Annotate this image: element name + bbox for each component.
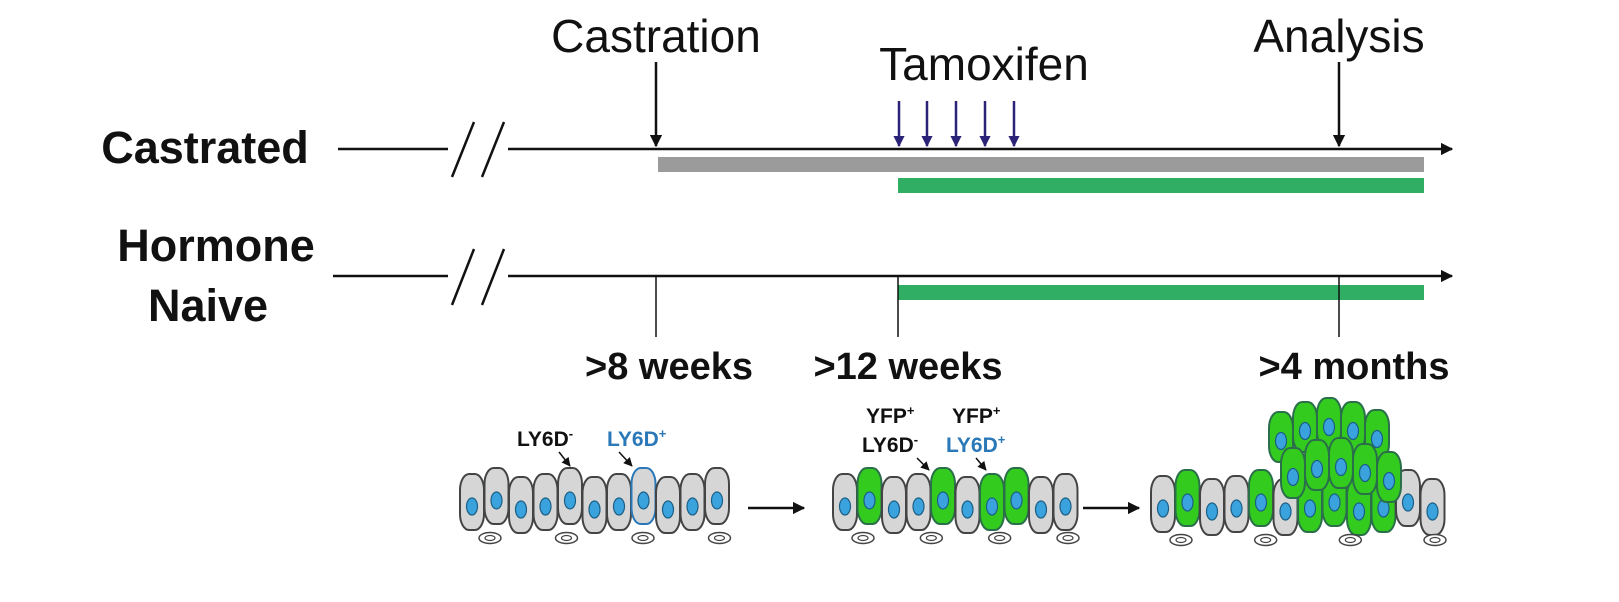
epithelial-cell-icon [1352, 443, 1378, 495]
tamoxifen-arrows [893, 101, 1020, 148]
ly6d-positive-label-2: LY6D+ [946, 432, 1006, 457]
ly6d-negative-label: LY6D- [517, 426, 573, 451]
epithelial-cell-icon [1003, 467, 1030, 525]
basal-cell-icon [707, 531, 732, 545]
epithelial-cell-icon [832, 473, 858, 531]
epithelial-cell-icon [1223, 475, 1250, 533]
epithelial-cell-icon [557, 467, 583, 525]
epithelial-cell-icon [1376, 451, 1402, 503]
analysis-label: Analysis [1253, 10, 1424, 62]
epithelial-cell-icon [1328, 437, 1354, 489]
epithelial-cell-icon [1150, 475, 1176, 533]
epithelial-cell-icon [1419, 478, 1446, 536]
epithelial-cell-icon [1280, 447, 1306, 499]
yfp-bar-hormone-naive [898, 285, 1424, 300]
pointer-arrow-icon [558, 451, 571, 467]
epithelial-cell-icon [1304, 439, 1330, 491]
yfp-positive-label-a: YFP+ [866, 403, 915, 428]
epithelial-cell-icon [1199, 478, 1225, 536]
yfp-bar-castrated [898, 178, 1424, 193]
epithelial-cell-icon [881, 476, 907, 534]
epithelial-cell-icon [532, 473, 559, 531]
epithelial-cell-icon [630, 467, 657, 525]
basal-cell-icon [1169, 533, 1193, 547]
ly6d-positive-label: LY6D+ [607, 426, 667, 451]
break-mark-icon [448, 121, 508, 178]
castration-label: Castration [551, 10, 761, 62]
epithelial-cell-icon [905, 473, 932, 531]
basal-cell-icon [1056, 531, 1080, 545]
epithelium-stage-1 [459, 467, 732, 545]
epithelial-cell-icon [655, 476, 681, 534]
basal-cell-icon [987, 531, 1012, 545]
break-mark-icon [448, 248, 508, 306]
basal-cell-icon [1423, 533, 1447, 547]
time-point-8-weeks: >8 weeks [585, 346, 753, 388]
epithelium-stage-3 [1150, 397, 1447, 547]
basal-cell-icon [851, 531, 875, 545]
pointer-arrow-icon [618, 451, 633, 467]
hormone-label: Hormone [117, 220, 315, 271]
pointer-arrow-icon [916, 457, 930, 471]
basal-cell-icon [919, 531, 944, 545]
epithelial-cell-icon [1052, 473, 1079, 531]
time-point-4-months: >4 months [1258, 346, 1449, 388]
time-point-12-weeks: >12 weeks [813, 346, 1002, 388]
castrated-timeline [338, 62, 1454, 193]
epithelial-cell-icon [606, 473, 632, 531]
castrated-label: Castrated [101, 122, 309, 173]
epithelial-cell-icon [954, 476, 981, 534]
naive-label: Naive [148, 280, 268, 331]
basal-cell-icon [1253, 533, 1278, 547]
epithelial-cell-icon [930, 467, 956, 525]
basal-cell-icon [631, 531, 655, 545]
epithelial-cell-icon [979, 473, 1005, 531]
epithelial-cell-icon [1174, 469, 1201, 527]
tamoxifen-label: Tamoxifen [879, 38, 1089, 90]
epithelial-cell-icon [483, 467, 510, 525]
epithelium-stage-2 [832, 467, 1080, 545]
epithelial-cell-icon [1028, 476, 1054, 534]
hormone-naive-timeline [333, 248, 1454, 337]
basal-cell-icon [554, 531, 579, 545]
castration-bar [658, 157, 1424, 172]
pointer-arrow-icon [975, 457, 987, 471]
epithelial-cell-icon [679, 473, 706, 531]
epithelial-cell-icon [1292, 401, 1318, 453]
epithelial-cell-icon [508, 476, 534, 534]
epithelial-cell-icon [856, 467, 883, 525]
epithelial-cell-icon [704, 467, 730, 525]
yfp-positive-label-b: YFP+ [952, 403, 1001, 428]
basal-cell-icon [478, 531, 502, 545]
epithelial-cell-icon [459, 473, 485, 531]
ly6d-negative-label-2: LY6D- [862, 432, 918, 457]
epithelial-cell-icon [581, 476, 608, 534]
basal-cell-icon [1338, 533, 1363, 547]
epithelial-cell-icon [1248, 469, 1274, 527]
